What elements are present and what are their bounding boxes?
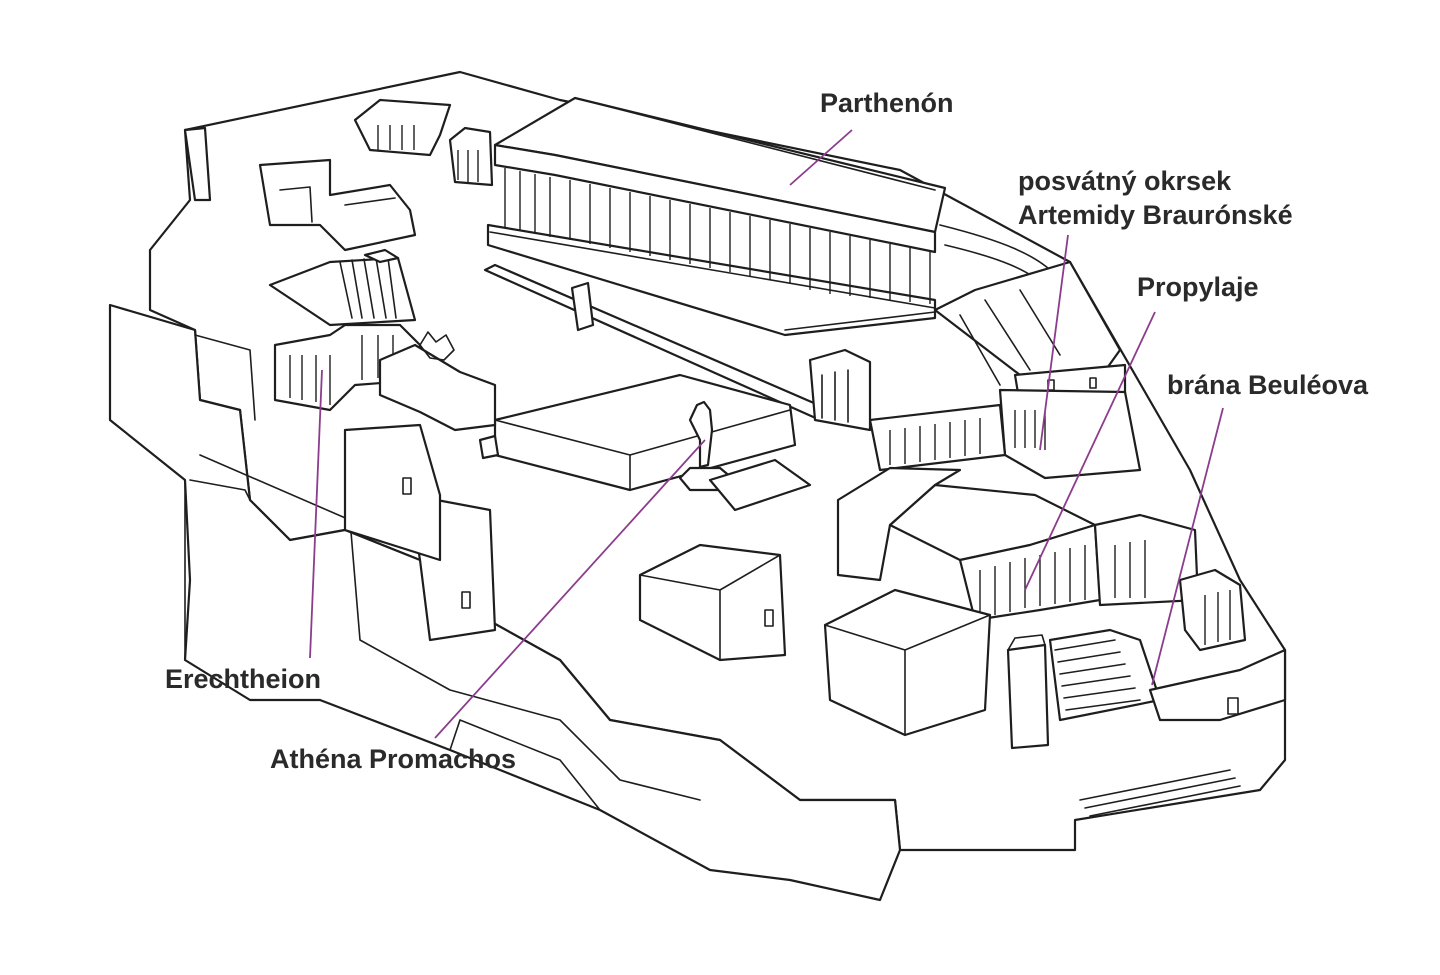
erechtheion-annex: [378, 343, 497, 432]
erechtheion-steps: [478, 434, 500, 460]
athena-nike-cols: [1204, 590, 1231, 645]
pinakotheke: [823, 588, 992, 737]
label-sanctuary-line2: Artemidy Braurónské: [1018, 200, 1293, 230]
small-shrine: [808, 348, 872, 432]
label-sanctuary-line1: posvátný okrsek: [1018, 166, 1232, 196]
west-bastion-window: [402, 477, 412, 495]
beule-gate-wall: [1148, 648, 1287, 722]
propylaea-stairs: [1048, 628, 1162, 722]
leader-erechtheion: [309, 369, 323, 659]
agrippa-monument: [1006, 643, 1050, 750]
parthenon-columns: [504, 168, 931, 304]
east-building-arches: [1014, 410, 1046, 450]
parthenon-entablature: [493, 143, 937, 254]
central-platform-top: [494, 409, 791, 491]
leader-beule-gate: [1151, 407, 1224, 686]
beule-stairs: [1079, 769, 1241, 817]
beule-gate-window: [1227, 697, 1239, 715]
athena-surround: [708, 458, 812, 512]
south-wall-window: [461, 591, 471, 609]
parthenon-stylobate: [486, 223, 937, 337]
leader-sanctuary: [1039, 234, 1069, 451]
arrephorion-steps: [363, 248, 400, 264]
agrippa-monument-top: [1007, 634, 1046, 651]
brauronion-stoa: [868, 403, 1007, 472]
erechtheion-porch-cols: [289, 335, 394, 405]
small-shrine-door: [821, 369, 849, 423]
athena-statue: [688, 400, 714, 469]
propylaea-east-wing: [1093, 513, 1200, 607]
sacred-way-block: [570, 281, 595, 332]
label-propylaea: Propylaje: [1137, 272, 1259, 302]
label-athena-promachos: Athéna Promachos: [270, 744, 517, 774]
south-wall-face: [108, 303, 902, 902]
south-wall-top: [109, 304, 601, 811]
north-small-temple-cols: [457, 150, 479, 182]
north-houses: [258, 158, 417, 252]
propylaea-stair-steps: [1054, 639, 1141, 711]
north-house-1-cols: [377, 125, 415, 150]
propylaea-wing-left: [836, 466, 962, 582]
south-building-window: [764, 609, 774, 627]
athena-nike-temple: [1178, 568, 1247, 652]
pandroseion-olive: [419, 331, 455, 361]
pinakotheke-roof-line: [824, 614, 991, 736]
south-building-edge: [639, 554, 781, 661]
west-bastion-side: [343, 423, 442, 562]
north-houses-lines: [279, 186, 396, 223]
east-building-window-2: [1089, 377, 1097, 389]
propylaea-east-cols: [1114, 540, 1146, 598]
erechtheion-roof-tiles: [339, 257, 397, 319]
leader-athena: [434, 439, 706, 739]
label-erechtheion: Erechtheion: [165, 664, 322, 694]
north-small-temple: [448, 126, 494, 187]
label-parthenon: Parthenón: [820, 88, 954, 118]
label-beule-gate: brána Beuléova: [1167, 370, 1369, 400]
parthenon-steps: [489, 231, 936, 331]
leader-parthenon: [789, 129, 853, 186]
leader-propylaea: [1024, 311, 1156, 591]
propylaea-columns: [979, 545, 1086, 618]
northwest-wall-block: [183, 126, 212, 202]
brauronion-stoa-cols: [889, 418, 981, 465]
east-building-face: [998, 388, 1142, 480]
parthenon-roof-ridge: [574, 97, 936, 191]
